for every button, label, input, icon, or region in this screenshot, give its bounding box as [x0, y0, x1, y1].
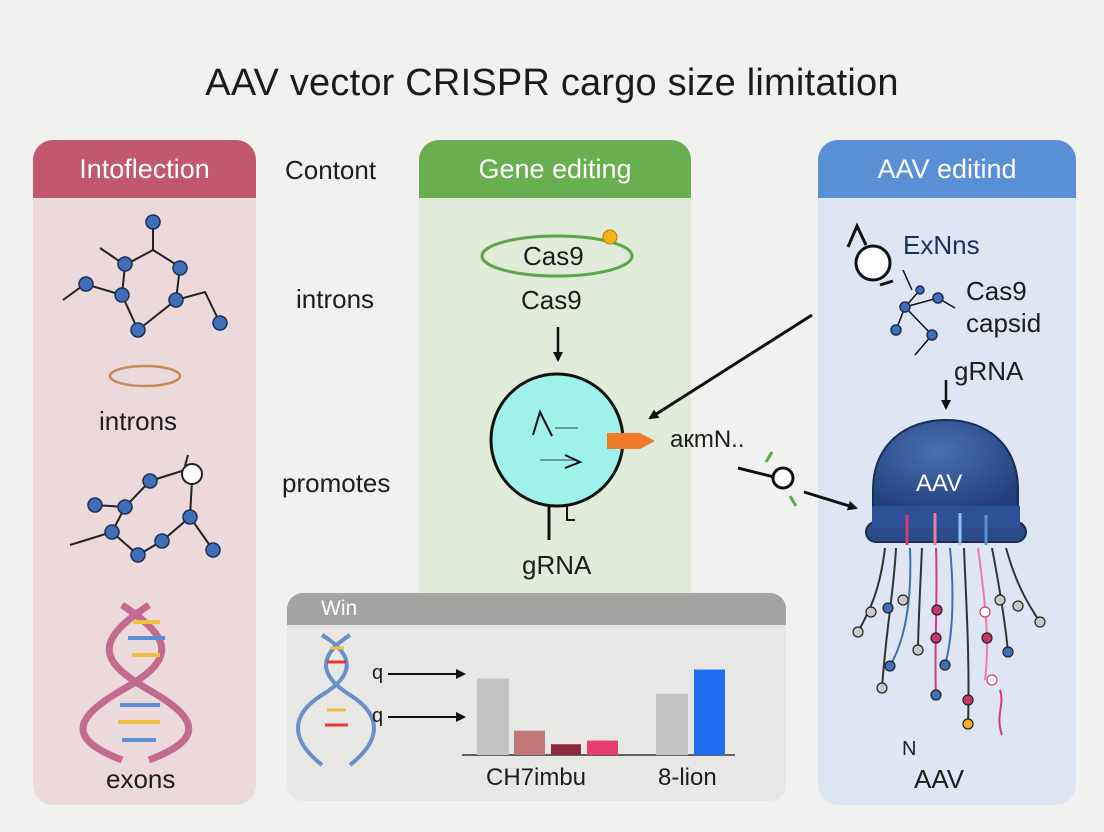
right-label-capsid: capsid	[966, 308, 1042, 338]
to-aav-arrow-icon	[803, 490, 858, 511]
molecule-top-icon	[62, 222, 221, 331]
right-label-grna: gRNA	[954, 356, 1024, 386]
left-label-introns: introns	[99, 406, 178, 436]
panel-intoflection-header: Intoflection	[33, 140, 256, 198]
aav-capsid-icon	[865, 418, 1027, 545]
small-dna-icon	[296, 633, 376, 767]
cell-icon	[489, 372, 625, 540]
molecule-top-nodes	[78, 214, 228, 338]
content-label-introns: introns	[296, 284, 375, 314]
ring-bead-icon	[602, 229, 618, 245]
bar-5	[694, 669, 725, 755]
connector-node-icon	[737, 451, 798, 507]
bar-3	[587, 740, 618, 755]
right-bottom-label-aav: AAV	[914, 764, 965, 794]
cas9-ring-label: Cas9	[523, 241, 584, 271]
cas9-ring-icon	[480, 234, 634, 278]
axis-label-8-lion: 8-lion	[658, 764, 717, 791]
content-label-promotes: promotes	[282, 468, 391, 498]
bar-chart	[477, 669, 725, 755]
panel-gene-editing-header: Gene editing	[419, 140, 691, 198]
page-title: AAV vector CRISPR cargo size limitation	[205, 62, 899, 104]
dna-helix-icon	[79, 602, 193, 764]
panel-aav-editind-header: AAV editind	[818, 140, 1076, 198]
axis-label-ch7imbu: CH7imbu	[486, 764, 587, 791]
bar-0	[477, 678, 509, 755]
bottom-arrow-label-2: q	[372, 705, 384, 727]
exnns-icon	[846, 222, 894, 287]
tendril-beads	[852, 594, 1046, 730]
tendril-label-n: N	[902, 738, 917, 760]
aav-tendrils-icon	[857, 547, 1041, 736]
panel-intoflection: Intoflection	[33, 140, 256, 805]
cas9-label: Cas9	[521, 285, 582, 315]
bar-1	[514, 730, 545, 755]
loop-icon	[108, 364, 182, 388]
content-header: Contont	[285, 155, 377, 185]
bar-4	[656, 693, 688, 755]
right-label-exnns: ExNns	[903, 230, 980, 260]
diagonal-arrow-icon	[648, 313, 813, 420]
open-node-icon	[181, 463, 203, 485]
network-icon	[890, 269, 956, 356]
bar-2	[551, 744, 581, 755]
grna-label: gRNA	[522, 550, 592, 580]
panel-win-header: Win	[287, 593, 786, 625]
orange-pointer-icon	[607, 433, 655, 449]
side-label: aкmN..	[670, 426, 745, 453]
right-label-cas9: Cas9	[966, 276, 1027, 306]
molecule-bottom-nodes	[87, 473, 221, 563]
capsid-label-aav: AAV	[916, 470, 963, 497]
left-label-exons: exons	[106, 764, 176, 794]
bottom-arrow-label-1: q	[372, 662, 384, 684]
